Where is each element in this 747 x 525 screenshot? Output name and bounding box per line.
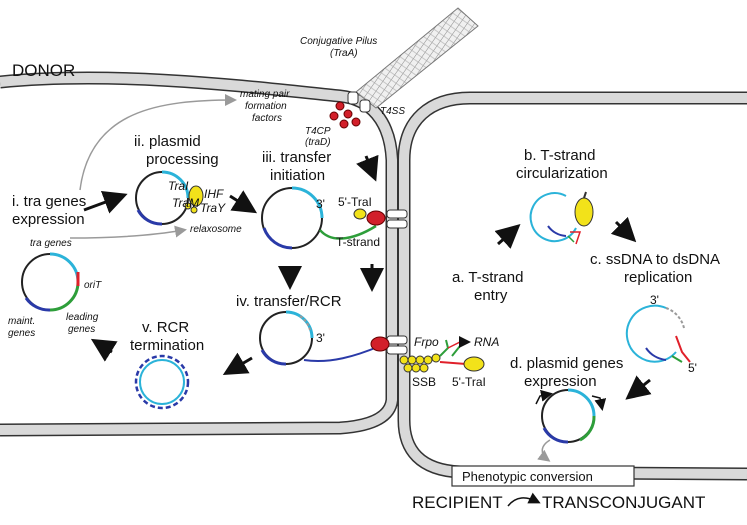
recipient-membrane (397, 91, 747, 481)
step-b-title-2: circularization (516, 165, 608, 182)
leading-label-2: genes (68, 324, 95, 335)
frpo-hairpin (439, 339, 461, 357)
t4ss-label: T4SS (380, 106, 405, 117)
tral-recipient (463, 356, 485, 372)
tray-label: TraY (200, 201, 226, 215)
arrow-ii-to-iii (229, 190, 258, 214)
mpf-label-1: mating pair (240, 89, 290, 100)
frpo-label: Frpo (414, 335, 439, 349)
t-strand-label: T-strand (336, 235, 380, 249)
five-tral-label-a: 5'-TraI (452, 375, 486, 389)
maint-label-1: maint. (8, 316, 35, 327)
tral-label: TraI (168, 179, 189, 193)
arrow-a-to-b (494, 224, 521, 249)
relaxosome-label: relaxosome (190, 224, 242, 235)
arrow-down-t4ss (356, 154, 379, 182)
plasmid-i (21, 252, 80, 312)
gray-arrow-to-relaxosome (69, 225, 187, 239)
arrow-v-to-i (90, 338, 118, 362)
plasmid-b (529, 191, 594, 245)
pilus-sublabel: (TraA) (330, 48, 358, 59)
step-i-title-2: expression (12, 211, 85, 228)
maint-label-2: genes (8, 328, 35, 339)
five-prime-label-c: 5' (688, 361, 697, 375)
plasmid-iv (259, 310, 390, 366)
t-strand-recipient (439, 361, 467, 365)
five-tral-label-iii: 5'-TraI (338, 195, 372, 209)
step-d-title-2: expression (524, 373, 597, 390)
step-ii-title-2: processing (146, 151, 219, 168)
step-c-title-1: c. ssDNA to dsDNA (590, 251, 720, 268)
step-a-title-1: a. T-strand (452, 269, 523, 286)
three-prime-label-iii: 3' (316, 197, 325, 211)
membrane-pore-2 (386, 335, 408, 355)
t4cp-sublabel: (traD) (305, 137, 331, 148)
gray-arrow-to-phenotype (537, 439, 551, 462)
arrow-recipient-to-transconjugant (507, 492, 541, 507)
orit-label: oriT (84, 280, 102, 291)
tram-label: TraM (172, 196, 199, 210)
step-d-title-1: d. plasmid genes (510, 355, 623, 372)
step-i-title-1: i. tra genes (12, 193, 86, 210)
t4ss-channel (347, 91, 371, 113)
plasmid-iii (261, 186, 386, 250)
arrow-b-to-c (610, 216, 637, 243)
ssb-label: SSB (412, 375, 436, 389)
step-c-title-2: replication (624, 269, 692, 286)
rna-label: RNA (474, 335, 499, 349)
mpf-label-3: factors (252, 113, 282, 124)
ihf-label: IHF (204, 187, 224, 201)
step-ii-title-1: ii. plasmid (134, 133, 201, 150)
rna-arrow (447, 336, 471, 349)
transconjugant-label: TRANSCONJUGANT (542, 493, 705, 512)
step-iv-title: iv. transfer/RCR (236, 293, 342, 310)
membrane-pore-1 (386, 209, 408, 229)
t4cp-label: T4CP (305, 126, 331, 137)
step-iii-title-2: initiation (270, 167, 325, 184)
step-v-title-2: termination (130, 337, 204, 354)
plasmid-c (625, 304, 691, 363)
three-prime-label-c: 3' (650, 293, 659, 307)
step-a-title-2: entry (474, 287, 508, 304)
step-iii-title-1: iii. transfer (262, 149, 331, 166)
recipient-label: RECIPIENT (412, 493, 503, 512)
arrow-i-to-ii (83, 190, 128, 214)
pilus-label: Conjugative Pilus (300, 36, 377, 47)
step-b-title-1: b. T-strand (524, 147, 595, 164)
t4cp-beads (329, 101, 361, 129)
gray-arrow-to-mpf (79, 94, 237, 191)
phenotypic-label: Phenotypic conversion (462, 469, 593, 484)
plasmid-ii (135, 170, 204, 226)
three-prime-label-iv: 3' (316, 331, 325, 345)
leading-label-1: leading (66, 312, 99, 323)
arrow-iv-to-v (222, 352, 253, 376)
ssb-beads (399, 353, 441, 373)
donor-label: DONOR (12, 61, 75, 80)
step-v-title-1: v. RCR (142, 319, 189, 336)
mpf-label-2: formation (245, 101, 287, 112)
plasmid-v (134, 354, 190, 410)
plasmid-d (535, 388, 607, 444)
phenotypic-conversion-box: Phenotypic conversion (451, 465, 635, 487)
tra-genes-label: tra genes (30, 238, 72, 249)
arrow-c-to-d (625, 375, 652, 400)
